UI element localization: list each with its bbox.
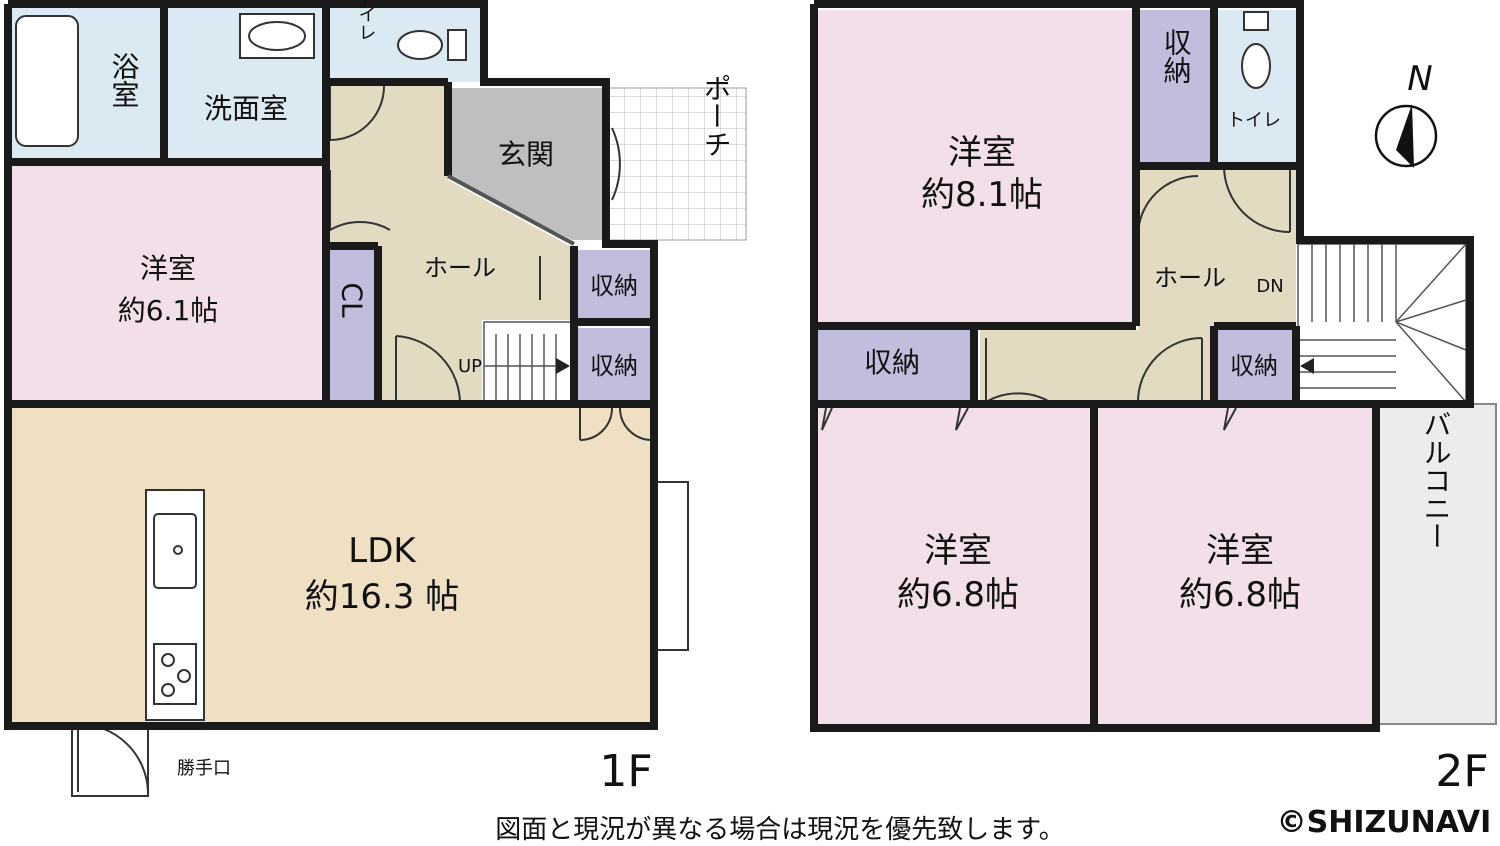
hall-1f	[330, 82, 570, 404]
storage-a-1f-label: 収納	[590, 272, 638, 300]
bay-window	[655, 481, 689, 651]
floor-2	[810, 0, 1497, 732]
floor-1	[4, 0, 747, 797]
ldk	[10, 408, 654, 722]
stairs-up-label: UP	[458, 356, 482, 377]
room-north-2f	[818, 10, 1134, 324]
north-label: N	[1407, 59, 1432, 99]
bedroom-1f-size: 約6.1帖	[118, 294, 219, 327]
back-door-label: 勝手口	[177, 758, 231, 779]
ldk-size: 約16.3 帖	[305, 577, 460, 617]
stairs-dn-label: DN	[1256, 276, 1283, 297]
bedroom-1f	[10, 166, 324, 402]
storage-right-2f	[1218, 330, 1292, 404]
door-swings-1f	[329, 85, 653, 441]
room-se-2f	[1098, 408, 1372, 724]
storage-b-1f	[576, 328, 652, 402]
burner	[161, 683, 175, 697]
stairs-2f	[1297, 243, 1467, 403]
room-se-name: 洋室	[1206, 531, 1274, 571]
storage-right-label: 収納	[1230, 352, 1278, 380]
sink-drain	[173, 545, 183, 555]
washroom-label: 洗面室	[204, 92, 288, 125]
floor2-label: 2F	[1435, 746, 1488, 797]
storage-a-1f	[576, 250, 652, 318]
credit-text: ©SHIZUNAVI	[1277, 805, 1492, 840]
storage-b-1f-label: 収納	[590, 352, 638, 380]
notice-text: 図面と現況が異なる場合は現況を優先致します。	[495, 815, 1064, 845]
toilet-bowl-2f	[1241, 43, 1271, 89]
toilet-tank-2f	[1243, 11, 1269, 31]
ldk-name: LDK	[348, 531, 417, 571]
room-sw-name: 洋室	[924, 531, 992, 571]
room-se-size: 約6.8帖	[1179, 575, 1301, 615]
back-door-step	[71, 723, 149, 797]
bedroom-1f-name: 洋室	[140, 252, 196, 285]
entrance-diagonal	[447, 174, 575, 246]
storage-left-2f	[818, 330, 970, 404]
bathtub	[15, 15, 79, 147]
storage-top-label: 収納	[1160, 28, 1193, 84]
porch-label: ポーチ	[700, 74, 733, 158]
room-north-name: 洋室	[948, 133, 1016, 173]
washbasin-bowl	[248, 21, 306, 51]
room-sw-2f	[818, 408, 1090, 724]
closet-label: CL	[336, 282, 369, 318]
storage-top-2f	[1138, 10, 1212, 162]
hall-2f-label: ホール	[1154, 264, 1226, 292]
storage-left-label: 収納	[864, 346, 920, 379]
room-north-size: 約8.1帖	[921, 175, 1043, 215]
floor1-label: 1F	[599, 746, 652, 797]
room-sw-size: 約6.8帖	[897, 575, 1019, 615]
entrance-label: 玄関	[498, 138, 554, 171]
north-compass	[1374, 104, 1438, 168]
toilet-tank-1f	[447, 29, 467, 61]
hall-1f-label: ホール	[424, 254, 496, 282]
entrance	[448, 88, 604, 240]
stairs-1f	[483, 321, 573, 403]
burner	[161, 653, 175, 667]
burner	[177, 669, 191, 683]
walls-2f	[810, 0, 1474, 732]
closet-cl	[330, 250, 376, 402]
toilet-2f-label: トイレ	[1227, 110, 1281, 131]
porch	[605, 87, 747, 241]
balcony-label: バルコニー	[1420, 410, 1453, 550]
walls-1f	[4, 0, 658, 730]
bath-label: 浴室	[108, 52, 141, 108]
toilet-1f-label: トイレ	[356, 0, 377, 41]
toilet-bowl-1f	[397, 30, 443, 60]
back-door-swing	[77, 723, 149, 793]
